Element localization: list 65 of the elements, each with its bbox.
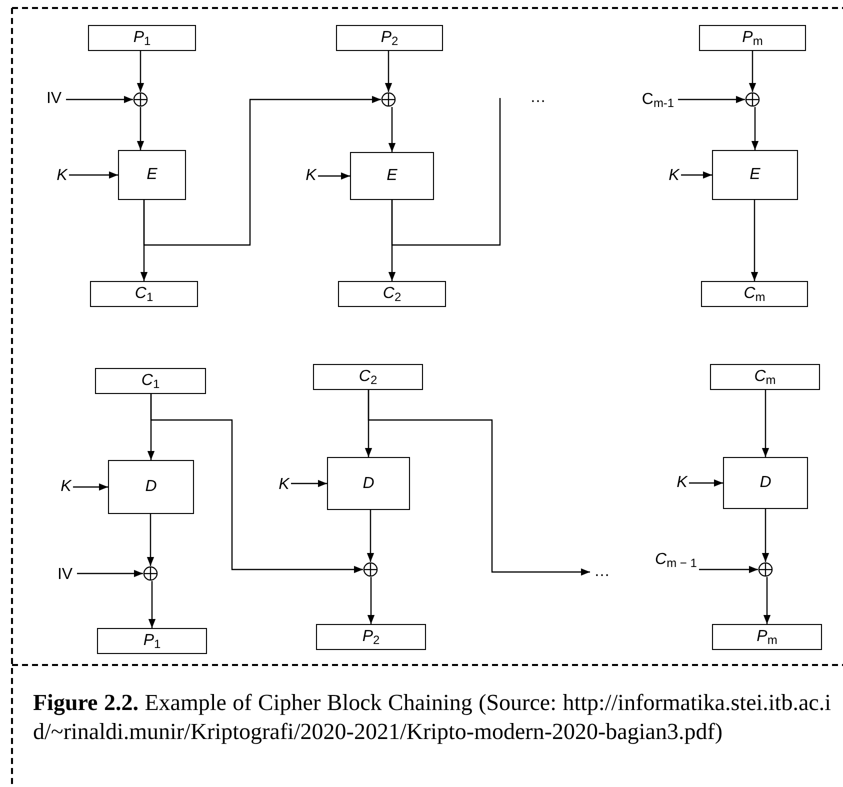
input-label: IV bbox=[42, 90, 66, 108]
block-box: D bbox=[723, 457, 808, 509]
input-label: … bbox=[590, 563, 614, 581]
arrow bbox=[699, 566, 758, 574]
arrow bbox=[384, 51, 392, 92]
arrow bbox=[136, 107, 144, 150]
block-box: C$_{m}$ bbox=[701, 281, 808, 307]
arrow bbox=[388, 107, 396, 152]
arrow bbox=[77, 570, 143, 578]
block-box: C$_{m}$ bbox=[710, 364, 820, 390]
block-box: C$_{1}$ bbox=[90, 281, 198, 307]
block-box: P$_{m}$ bbox=[699, 25, 806, 51]
block-box: C$_{1}$ bbox=[95, 368, 206, 394]
arrow bbox=[367, 577, 375, 624]
arrow bbox=[751, 107, 759, 150]
block-box: P$_{2}$ bbox=[316, 624, 426, 650]
block-box: E bbox=[712, 150, 798, 200]
arrow bbox=[366, 510, 374, 562]
block-box: P$_{2}$ bbox=[336, 25, 443, 51]
arrow bbox=[69, 171, 118, 179]
arrow bbox=[750, 200, 758, 281]
input-label: K bbox=[277, 476, 291, 494]
arrow bbox=[66, 96, 133, 104]
arrow bbox=[689, 479, 723, 487]
block-box: P$_{m}$ bbox=[712, 624, 822, 650]
xor-circle bbox=[745, 92, 760, 107]
input-label: K bbox=[55, 167, 69, 185]
arrow bbox=[143, 96, 381, 246]
arrow bbox=[291, 480, 327, 488]
arrow bbox=[148, 581, 156, 628]
xor-circle bbox=[381, 92, 396, 107]
xor-circle bbox=[143, 566, 158, 581]
block-box: D bbox=[108, 460, 194, 514]
arrow bbox=[762, 390, 770, 457]
ellipsis-label: … bbox=[529, 89, 547, 107]
input-label: C$_{m − 1}$ bbox=[653, 548, 699, 572]
block-box: E bbox=[118, 150, 186, 200]
arrow bbox=[762, 509, 770, 562]
xor-circle bbox=[133, 92, 148, 107]
arrow bbox=[318, 172, 350, 180]
block-box: C$_{2}$ bbox=[313, 364, 423, 390]
connector-line bbox=[391, 98, 501, 246]
arrow bbox=[150, 394, 363, 574]
arrow bbox=[136, 51, 144, 92]
block-box: P$_{1}$ bbox=[97, 628, 207, 654]
arrow bbox=[681, 171, 712, 179]
xor-circle bbox=[363, 562, 378, 577]
input-label: K bbox=[304, 167, 318, 185]
arrow bbox=[678, 96, 745, 104]
input-label: IV bbox=[53, 566, 77, 584]
block-box: E bbox=[350, 152, 434, 200]
input-label: K bbox=[667, 167, 681, 185]
block-box: C$_{2}$ bbox=[338, 281, 446, 307]
input-label: K bbox=[59, 478, 73, 496]
arrow bbox=[368, 390, 590, 576]
block-box: P$_{1}$ bbox=[88, 25, 196, 51]
arrow bbox=[73, 483, 108, 491]
arrow bbox=[748, 51, 756, 92]
arrow bbox=[763, 577, 771, 624]
arrow bbox=[146, 514, 154, 566]
input-label: K bbox=[675, 474, 689, 492]
xor-circle bbox=[758, 562, 773, 577]
block-box: D bbox=[327, 457, 410, 510]
input-label: C$_{m-1}$ bbox=[638, 89, 678, 111]
figure-caption: Figure 2.2. Example of Cipher Block Chaining (Source: http://informatika.stei.itb.ac.id/~rinaldi.munir/Kriptografi/2020-2021/Kripto-modern-2020-bagian3.pdf) bbox=[33, 689, 831, 746]
